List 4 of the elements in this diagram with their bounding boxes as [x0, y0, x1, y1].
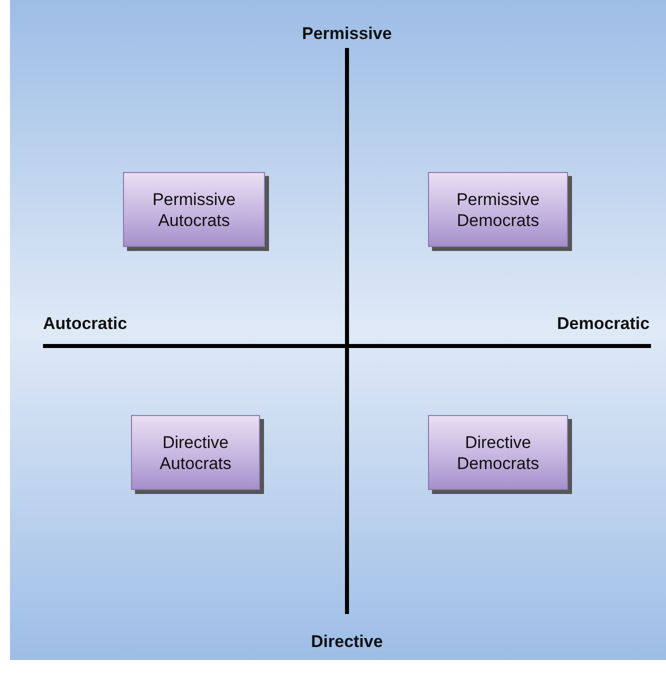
axis-label: Permissive — [302, 24, 392, 44]
axis-label: Democratic — [557, 314, 650, 334]
axis-label: Directive — [311, 632, 383, 652]
axis-label: Autocratic — [43, 314, 128, 334]
